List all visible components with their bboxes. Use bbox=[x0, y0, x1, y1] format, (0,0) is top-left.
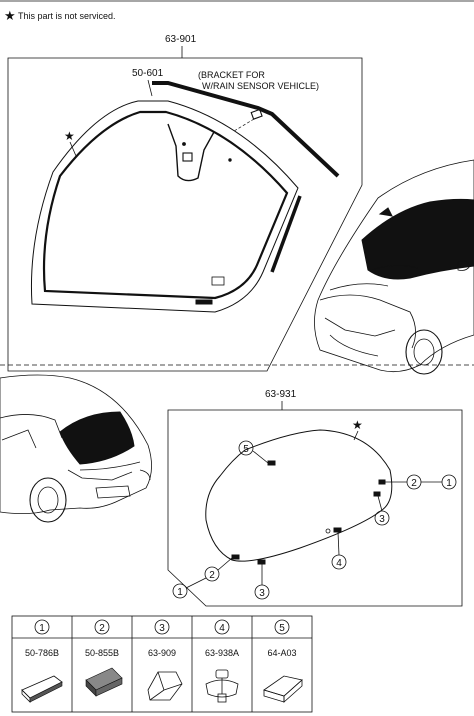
windshield-label-sticker bbox=[211, 276, 225, 286]
legend-part-5: 64-A03 bbox=[267, 648, 296, 658]
windshield-dot bbox=[182, 142, 186, 146]
legend-num-4: 4 bbox=[219, 623, 225, 634]
car-front-illustration bbox=[314, 159, 474, 375]
rear-callout-leader bbox=[337, 531, 340, 556]
molding-strip-icon bbox=[21, 675, 63, 703]
legend-num-2: 2 bbox=[99, 623, 105, 634]
car-rear-illustration bbox=[0, 374, 152, 523]
legend-num-3: 3 bbox=[159, 623, 165, 634]
windshield-dot bbox=[228, 158, 232, 162]
rear-callout-3-right-num: 3 bbox=[379, 514, 385, 525]
windshield-frame bbox=[7, 57, 363, 372]
rear-glass-clip bbox=[267, 460, 276, 466]
stopper-block-icon bbox=[147, 671, 183, 701]
legend-callout-2 bbox=[94, 619, 110, 635]
legend-part-2: 50-855B bbox=[85, 648, 119, 658]
legend-part-4: 63-938A bbox=[205, 648, 239, 658]
rear-glass-section: 63-931 ★ 5 2 1 3 4 bbox=[167, 389, 463, 607]
rear-glass-frame bbox=[167, 409, 463, 607]
rear-glass-clip bbox=[231, 554, 240, 560]
rear-callout-1-left-num: 1 bbox=[177, 587, 183, 598]
legend-callout-4 bbox=[214, 619, 230, 635]
rear-callout-3-bottom-num: 3 bbox=[259, 588, 265, 599]
windshield-sensor-mount bbox=[182, 152, 193, 162]
rear-glass bbox=[205, 429, 393, 562]
rear-glass-assembly-label: 63-931 bbox=[265, 389, 297, 400]
windshield-molding bbox=[152, 81, 340, 178]
windshield-assembly-label: 63-901 bbox=[165, 34, 197, 45]
windshield-glass bbox=[30, 100, 299, 313]
rear-callout-1-right-num: 1 bbox=[446, 478, 452, 489]
parts-legend-table: 1 50-786B 2 50-855B 3 63-909 4 63-938A bbox=[11, 615, 313, 713]
windshield-logo-mark bbox=[195, 299, 213, 305]
windshield-side-molding bbox=[270, 195, 302, 273]
rear-glass-clip bbox=[333, 527, 342, 533]
rear-callout-1-right bbox=[441, 474, 457, 490]
rear-glass-clip bbox=[378, 479, 386, 485]
rear-callout-2-left-num: 2 bbox=[209, 570, 215, 581]
rear-glass-star-icon: ★ bbox=[352, 418, 363, 432]
legend-callout-3 bbox=[154, 619, 170, 635]
rear-callout-leader bbox=[185, 577, 207, 589]
windshield-sensor-notch bbox=[167, 123, 215, 182]
rear-callout-5-num: 5 bbox=[243, 444, 249, 455]
car-front-windshield-highlight bbox=[361, 198, 474, 280]
windshield-molding-leader bbox=[147, 79, 153, 97]
rear-callout-5 bbox=[238, 440, 254, 456]
rear-callout-4-num: 4 bbox=[336, 558, 342, 569]
legend-border bbox=[11, 615, 313, 713]
rear-callout-2-right-num: 2 bbox=[411, 478, 417, 489]
legend-num-5: 5 bbox=[279, 623, 285, 634]
windshield-star-leader bbox=[69, 141, 77, 157]
rear-callout-2-left bbox=[204, 566, 220, 582]
legend-part-3: 63-909 bbox=[148, 648, 176, 658]
bracket-note-line2: W/RAIN SENSOR VEHICLE) bbox=[202, 81, 319, 91]
rear-glass-fastener bbox=[325, 528, 331, 534]
note-text: This part is not serviced. bbox=[18, 11, 116, 21]
legend-num-1: 1 bbox=[39, 623, 45, 634]
bracket-note-line1: (BRACKET FOR bbox=[198, 70, 265, 80]
windshield-section: 63-901 50-601 (BRACKET FOR W/RAIN SENSOR… bbox=[7, 34, 363, 372]
windshield-ceramic-border bbox=[42, 110, 289, 300]
legend-callout-5 bbox=[274, 619, 290, 635]
legend-part-1: 50-786B bbox=[25, 648, 59, 658]
clip-fastener-icon bbox=[205, 669, 239, 703]
windshield-molding-label: 50-601 bbox=[132, 68, 164, 79]
dam-block-icon bbox=[263, 675, 303, 703]
rear-callout-leader bbox=[217, 557, 233, 571]
spacer-pad-icon bbox=[85, 667, 123, 697]
windshield-star-icon: ★ bbox=[64, 129, 75, 143]
rear-glass-star-leader bbox=[353, 430, 359, 441]
rear-glass-clip bbox=[257, 559, 266, 565]
rear-glass-clip bbox=[373, 491, 381, 497]
rain-sensor-bracket-icon bbox=[250, 108, 263, 120]
rear-callout-leader bbox=[377, 495, 383, 512]
rear-callout-1-left bbox=[172, 583, 188, 599]
note-star-icon: ★ bbox=[4, 8, 16, 23]
car-rear-window-highlight bbox=[59, 411, 135, 465]
rear-callout-leader bbox=[252, 450, 269, 464]
legend-callout-1 bbox=[34, 619, 50, 635]
